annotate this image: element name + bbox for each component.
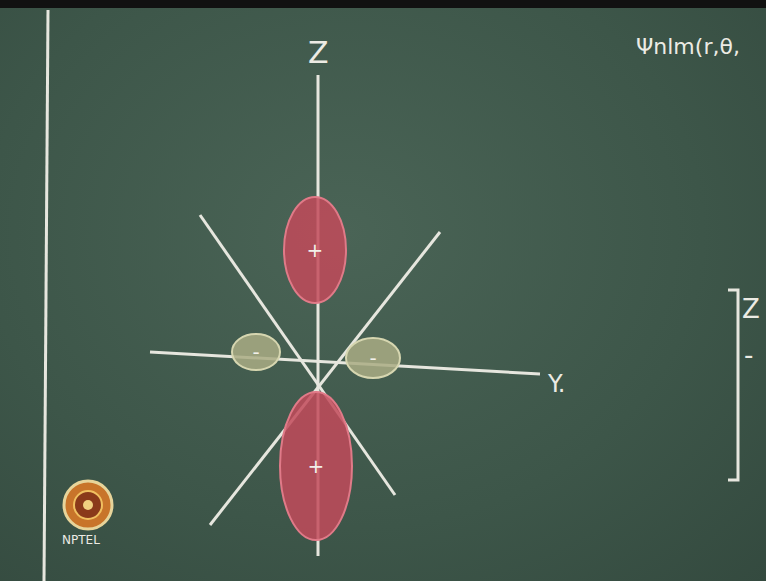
box-label: - bbox=[744, 342, 753, 368]
box-label: Z bbox=[742, 296, 760, 322]
wavefunction-label: Ψnlm(r,θ, bbox=[636, 36, 740, 58]
board-edge-line bbox=[44, 10, 48, 581]
logo-text: NPTEL bbox=[62, 534, 100, 546]
orbital-lobe: - bbox=[230, 332, 282, 372]
orbital-lobe: - bbox=[344, 336, 402, 380]
phase-sign: - bbox=[252, 342, 259, 362]
orbital-lobe: + bbox=[282, 195, 348, 305]
orbital-lobe: + bbox=[278, 390, 354, 542]
nptel-logo bbox=[64, 481, 112, 529]
axis-label: Y. bbox=[548, 372, 565, 396]
phase-sign: + bbox=[308, 456, 325, 476]
top-frame bbox=[0, 0, 766, 8]
axis-label: Z bbox=[308, 38, 329, 68]
phase-sign: + bbox=[307, 240, 324, 260]
phase-sign: - bbox=[369, 348, 376, 368]
box-bracket bbox=[728, 290, 738, 480]
